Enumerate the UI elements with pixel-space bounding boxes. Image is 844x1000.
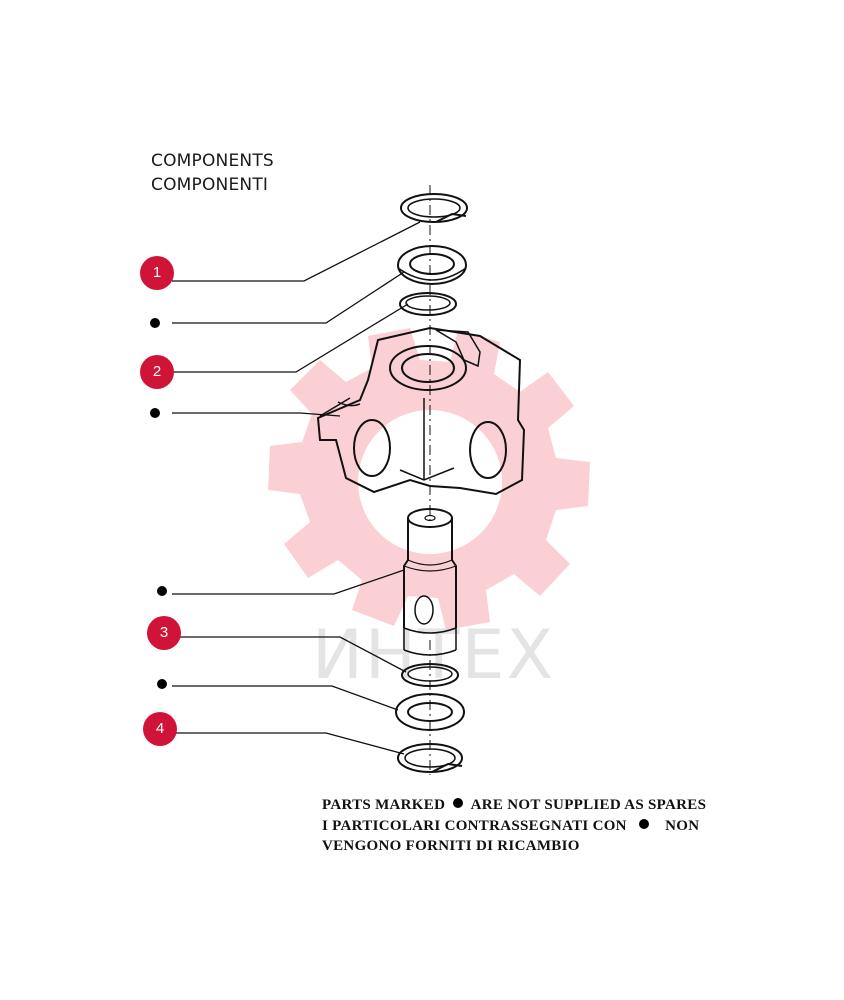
leader-lines — [172, 221, 421, 755]
top-washer — [397, 245, 467, 285]
title-italian: COMPONENTI — [151, 175, 269, 195]
note-line-3: VENGONO FORNITI DI RICAMBIO — [322, 838, 580, 854]
callout-4[interactable]: 4 — [143, 712, 177, 746]
pin — [403, 508, 457, 656]
leader-callout-4 — [172, 732, 405, 755]
callout-3[interactable]: 3 — [147, 616, 181, 650]
inline-dot-marker — [638, 819, 649, 829]
leader-dot-washer — [172, 271, 405, 324]
bottom-washer — [395, 693, 465, 731]
leader-callout-3 — [172, 636, 407, 673]
leader-callout-2 — [172, 303, 409, 373]
not-supplied-marker — [157, 679, 167, 689]
note-line-1: PARTS MARKED ARE NOT SUPPLIED AS SPARES — [322, 797, 706, 814]
not-supplied-marker — [150, 318, 160, 328]
note-line-2-before: I PARTICOLARI CONTRASSEGNATI CON — [322, 818, 627, 834]
not-supplied-marker — [150, 408, 160, 418]
spider-body — [316, 326, 526, 496]
leader-callout-1 — [172, 221, 421, 282]
callout-2[interactable]: 2 — [140, 355, 174, 389]
leader-dot-pin — [172, 569, 405, 595]
note-line-1-before: PARTS MARKED — [322, 797, 446, 813]
title-english: COMPONENTS — [151, 151, 274, 171]
callout-1[interactable]: 1 — [140, 256, 174, 290]
note-line-1-after: ARE NOT SUPPLIED AS SPARES — [470, 797, 707, 813]
bottom-circlip — [397, 743, 463, 773]
leader-dot-bottom-washer — [172, 685, 399, 711]
top-circlip — [400, 193, 468, 223]
leader-dot-body — [172, 412, 341, 417]
note-line-2-after: NON — [665, 818, 700, 834]
note-line-2: I PARTICOLARI CONTRASSEGNATI CON NON — [322, 818, 699, 835]
bottom-seal-ring — [401, 663, 459, 687]
not-supplied-marker — [157, 586, 167, 596]
top-seal-ring — [399, 292, 457, 316]
inline-dot-marker — [453, 798, 464, 808]
